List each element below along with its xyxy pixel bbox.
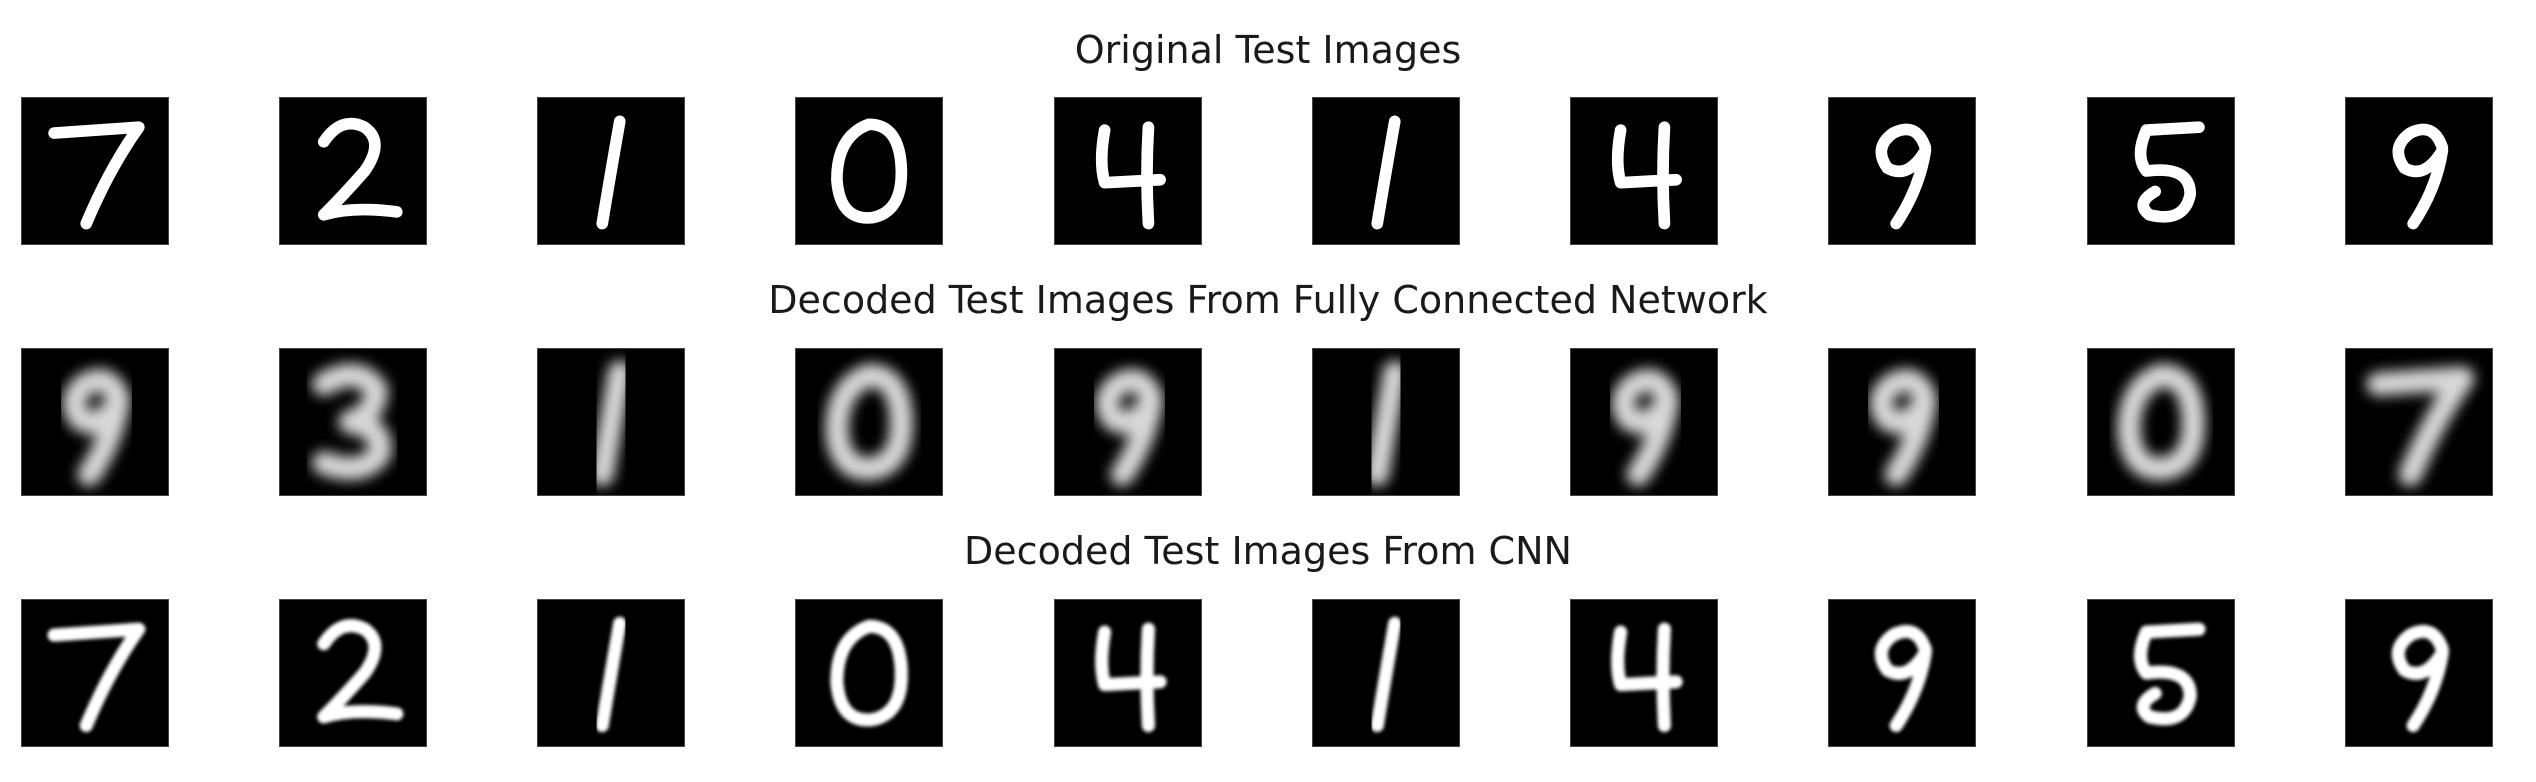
digit-glyph <box>830 619 908 727</box>
digit-image-cnn-6 <box>1312 599 1460 747</box>
row-title-fully-connected: Decoded Test Images From Fully Connected… <box>768 278 1768 322</box>
digit-stroke-7 <box>48 121 145 230</box>
row-title-original: Original Test Images <box>1074 28 1462 72</box>
digit-glyph <box>595 616 627 733</box>
digit-glyph <box>2366 366 2475 487</box>
digit-image-fully-connected-5 <box>1054 348 1202 496</box>
digit-glyph <box>1371 115 1401 230</box>
digit-image-fully-connected-2 <box>279 348 427 496</box>
digit-glyph <box>1875 123 1932 230</box>
digit-image-cnn-9 <box>2087 599 2235 747</box>
row-title-cnn: Decoded Test Images From CNN <box>964 529 1572 573</box>
digit-image-fully-connected-9 <box>2087 348 2235 496</box>
digit-glyph <box>2391 625 2449 733</box>
digit-glyph <box>62 368 131 487</box>
digit-image-original-5 <box>1054 97 1202 245</box>
digit-glyph <box>825 363 914 481</box>
digit-glyph <box>1611 622 1683 733</box>
digit-stroke-1 <box>596 115 626 230</box>
digit-image-original-6 <box>1312 97 1460 245</box>
digit-image-cnn-1 <box>21 599 169 747</box>
digit-stroke-2 <box>317 117 403 221</box>
digit-glyph <box>47 622 146 733</box>
digit-image-fully-connected-1 <box>21 348 169 496</box>
digit-image-cnn-4 <box>795 599 943 747</box>
digit-stroke-7 <box>2366 366 2475 487</box>
digit-stroke-5 <box>2134 121 2205 223</box>
digit-stroke-9 <box>2392 123 2449 230</box>
digit-glyph <box>1095 368 1164 487</box>
digit-stroke-3 <box>312 363 392 481</box>
digit-stroke-9 <box>2391 625 2449 733</box>
digit-stroke-1 <box>1371 115 1401 230</box>
digit-glyph <box>831 118 908 224</box>
digit-stroke-4 <box>1611 121 1682 230</box>
digit-image-original-10 <box>2345 97 2493 245</box>
digit-glyph <box>1874 625 1932 733</box>
digit-stroke-4 <box>1611 622 1683 733</box>
digit-image-fully-connected-3 <box>537 348 685 496</box>
digit-glyph <box>1095 121 1166 230</box>
digit-image-original-9 <box>2087 97 2235 245</box>
digit-glyph <box>1095 622 1167 733</box>
digit-glyph <box>1365 360 1407 487</box>
digit-stroke-9 <box>1869 368 1938 487</box>
digit-image-cnn-7 <box>1570 599 1718 747</box>
digit-image-original-7 <box>1570 97 1718 245</box>
digit-stroke-9 <box>1875 123 1932 230</box>
digit-stroke-9 <box>62 368 131 487</box>
digit-glyph <box>2117 363 2206 481</box>
digit-image-cnn-10 <box>2345 599 2493 747</box>
digit-image-fully-connected-8 <box>1828 348 1976 496</box>
digit-stroke-0 <box>830 619 908 727</box>
digit-stroke-0 <box>825 363 914 481</box>
digit-image-original-8 <box>1828 97 1976 245</box>
digit-glyph <box>317 117 403 221</box>
digit-image-cnn-5 <box>1054 599 1202 747</box>
digit-stroke-7 <box>47 622 146 733</box>
digit-stroke-0 <box>2117 363 2206 481</box>
digit-image-original-3 <box>537 97 685 245</box>
digit-stroke-9 <box>1611 368 1680 487</box>
digit-glyph <box>1611 121 1682 230</box>
digit-image-cnn-2 <box>279 599 427 747</box>
digit-glyph <box>1611 368 1680 487</box>
digit-stroke-1 <box>595 616 627 733</box>
digit-stroke-1 <box>1370 616 1402 733</box>
digit-glyph <box>2392 123 2449 230</box>
digit-image-fully-connected-7 <box>1570 348 1718 496</box>
digit-glyph <box>312 363 392 481</box>
digit-glyph <box>2134 121 2205 223</box>
digit-image-original-1 <box>21 97 169 245</box>
digit-stroke-2 <box>317 619 404 724</box>
digit-stroke-1 <box>590 360 632 487</box>
digit-image-fully-connected-4 <box>795 348 943 496</box>
digit-image-fully-connected-10 <box>2345 348 2493 496</box>
digit-image-fully-connected-6 <box>1312 348 1460 496</box>
digit-stroke-5 <box>2134 622 2206 726</box>
digit-glyph <box>590 360 632 487</box>
digit-image-cnn-8 <box>1828 599 1976 747</box>
digit-stroke-0 <box>831 118 908 224</box>
digit-glyph <box>48 121 145 230</box>
digit-image-original-2 <box>279 97 427 245</box>
digit-stroke-4 <box>1095 622 1167 733</box>
digit-image-original-4 <box>795 97 943 245</box>
digit-stroke-1 <box>1365 360 1407 487</box>
digit-glyph <box>1370 616 1402 733</box>
digit-stroke-9 <box>1874 625 1932 733</box>
digit-glyph <box>317 619 404 724</box>
digit-glyph <box>1869 368 1938 487</box>
digit-stroke-9 <box>1095 368 1164 487</box>
digit-image-cnn-3 <box>537 599 685 747</box>
digit-stroke-4 <box>1095 121 1166 230</box>
digit-glyph <box>596 115 626 230</box>
digit-glyph <box>2134 622 2206 726</box>
